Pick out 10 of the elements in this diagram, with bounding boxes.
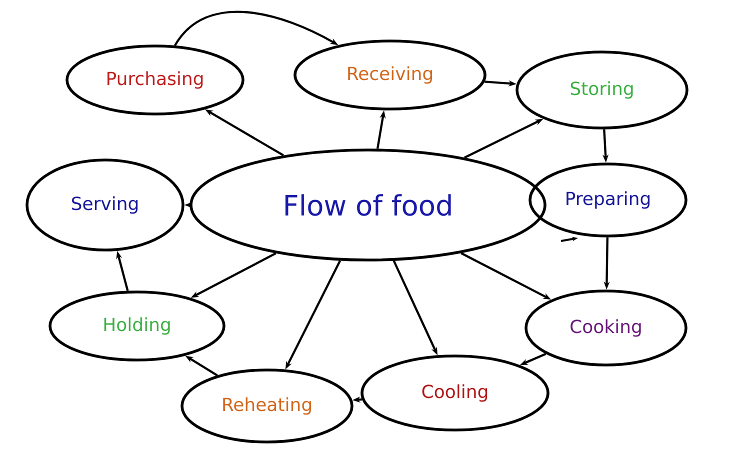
- ellipse-node: Storing: [516, 50, 688, 130]
- ellipse-node: Cooking: [524, 290, 688, 366]
- ellipse-node: Receiving: [294, 40, 486, 110]
- ellipse-node: Cooling: [360, 354, 550, 432]
- ellipse-node: Preparing: [528, 162, 688, 238]
- ellipse-node: Flow of food: [190, 148, 546, 262]
- ellipse-node: Serving: [26, 158, 184, 252]
- ellipse-node: Reheating: [180, 368, 354, 444]
- ellipse-node: Purchasing: [66, 44, 244, 116]
- ellipse-node: Holding: [48, 290, 226, 362]
